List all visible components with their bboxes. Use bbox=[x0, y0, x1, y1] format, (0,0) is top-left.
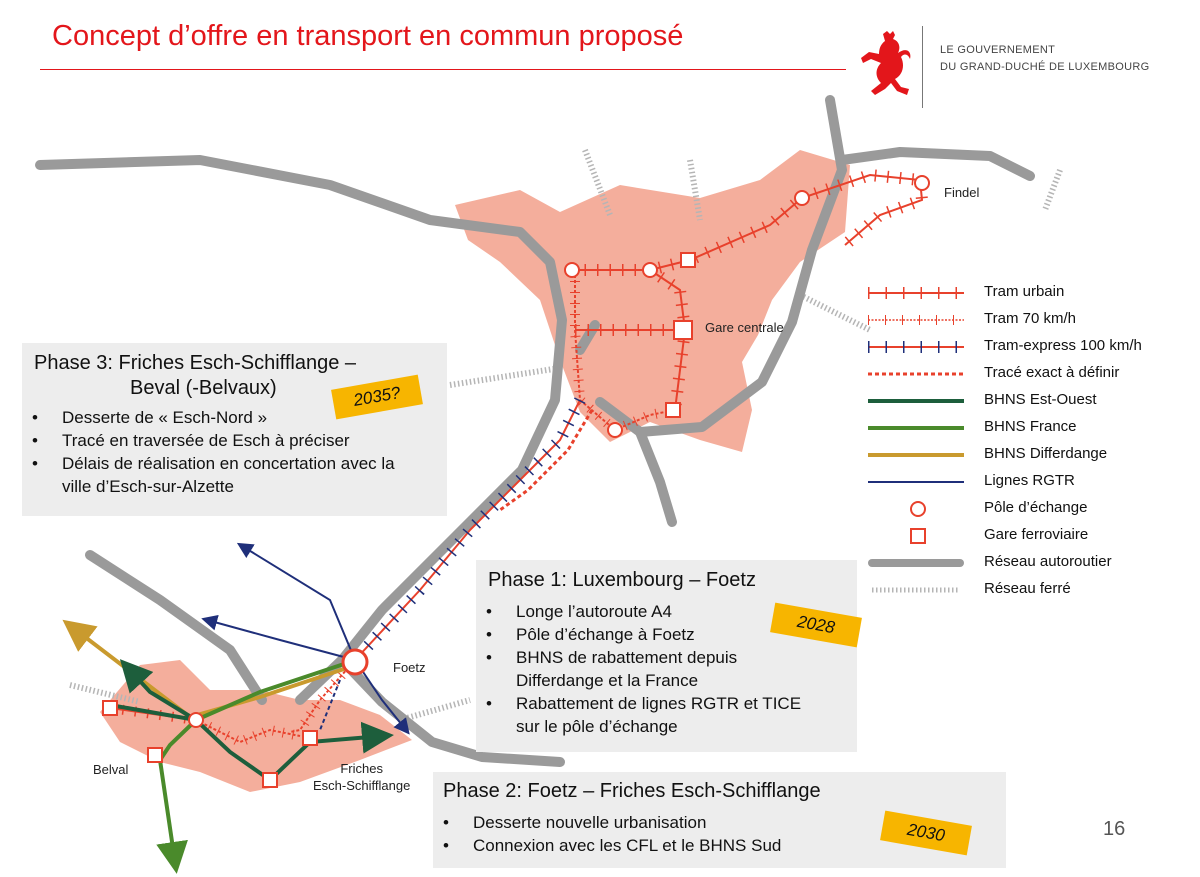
autoroute-symbol bbox=[868, 559, 964, 567]
label-friches: Friches Esch-Schifflange bbox=[313, 760, 410, 794]
label-gare-centrale: Gare centrale bbox=[705, 320, 784, 335]
legend-label: Réseau ferré bbox=[984, 580, 1071, 597]
phase3-bullet: Tracé en traversée de Esch à préciser bbox=[22, 429, 447, 452]
label-friches-line1: Friches bbox=[340, 761, 383, 776]
phase1-box: Phase 1: Luxembourg – Foetz Longe l’auto… bbox=[476, 560, 857, 752]
pole-echange-icon bbox=[607, 422, 623, 438]
phase3-bullet: Desserte de « Esch-Nord » bbox=[22, 406, 447, 429]
reseau-ferre-symbol bbox=[872, 587, 960, 593]
government-line-1: LE GOUVERNEMENT bbox=[940, 44, 1056, 56]
legend-label: BHNS France bbox=[984, 418, 1077, 435]
phase1-bullet: Rabattement de lignes RGTR et TICE sur l… bbox=[476, 692, 806, 738]
legend-label: BHNS Differdange bbox=[984, 445, 1108, 462]
bhns-est-ouest bbox=[109, 703, 394, 783]
government-line-2: DU GRAND-DUCHÉ DE LUXEMBOURG bbox=[940, 61, 1150, 73]
rgtr-symbol bbox=[868, 481, 964, 483]
gare-ferroviaire-symbol bbox=[910, 528, 926, 544]
gare-icon bbox=[665, 402, 681, 418]
tram-urbain-lines bbox=[570, 168, 929, 436]
red-lion-icon bbox=[861, 31, 911, 95]
highway-network bbox=[35, 95, 1035, 767]
phase3-title-line2: Beval (-Belvaux) bbox=[130, 377, 277, 399]
bhns-est-ouest-branch bbox=[119, 659, 198, 722]
label-findel: Findel bbox=[944, 185, 980, 200]
phase2-bullet: Connexion avec les CFL et le BHNS Sud bbox=[433, 834, 1006, 857]
legend-label: Lignes RGTR bbox=[984, 472, 1075, 489]
legend-label: Réseau autoroutier bbox=[984, 553, 1112, 570]
gare-centrale-icon bbox=[673, 320, 693, 340]
phase3-box: Phase 3: Friches Esch-Schifflange – Beva… bbox=[22, 343, 447, 516]
legend-label: Tracé exact à définir bbox=[984, 364, 1120, 381]
gare-icon bbox=[680, 252, 696, 268]
phase3-bullet: Délais de réalisation en concertation av… bbox=[22, 452, 402, 498]
pole-echange-foetz-icon bbox=[341, 648, 369, 676]
gare-icon bbox=[262, 772, 278, 788]
legend-label: Gare ferroviaire bbox=[984, 526, 1089, 543]
tram-express-symbol bbox=[868, 341, 964, 353]
phase3-title-line1: Phase 3: Friches Esch-Schifflange – bbox=[34, 352, 357, 374]
pole-echange-icon bbox=[564, 262, 580, 278]
rgtr-lines bbox=[201, 542, 410, 735]
gare-icon bbox=[147, 747, 163, 763]
tram-express-line bbox=[350, 397, 594, 665]
logo-divider bbox=[922, 26, 923, 108]
slide-title: Concept d’offre en transport en commun p… bbox=[52, 20, 684, 52]
pole-echange-icon bbox=[642, 262, 658, 278]
phase1-title: Phase 1: Luxembourg – Foetz bbox=[488, 569, 756, 591]
tram-urbain-symbol bbox=[868, 287, 964, 299]
legend-label: Tram-express 100 km/h bbox=[984, 337, 1142, 354]
pole-echange-icon bbox=[914, 175, 930, 191]
gare-icon bbox=[302, 730, 318, 746]
urban-area-esch bbox=[100, 660, 412, 792]
phase2-title: Phase 2: Foetz – Friches Esch-Schifflang… bbox=[443, 780, 821, 802]
pole-echange-icon bbox=[188, 712, 204, 728]
label-belval: Belval bbox=[93, 762, 129, 777]
legend-label: Pôle d’échange bbox=[984, 499, 1088, 516]
phase1-bullet: BHNS de rabattement depuis Differdange e… bbox=[476, 646, 796, 692]
pole-echange-icon bbox=[794, 190, 810, 206]
bhns-france bbox=[156, 660, 351, 874]
government-name: LE GOUVERNEMENT DU GRAND-DUCHÉ DE LUXEMB… bbox=[940, 42, 1149, 76]
tram-70-symbol bbox=[868, 315, 964, 325]
label-foetz: Foetz bbox=[393, 660, 426, 675]
gare-icon bbox=[102, 700, 118, 716]
legend-label: Tram urbain bbox=[984, 283, 1065, 300]
bhns-differdange-symbol bbox=[868, 453, 964, 457]
bhns-est-ouest-symbol bbox=[868, 399, 964, 403]
legend-label: BHNS Est-Ouest bbox=[984, 391, 1097, 408]
phase2-bullet: Desserte nouvelle urbanisation bbox=[433, 811, 1006, 834]
stations bbox=[102, 175, 930, 788]
trace-a-definir-symbol bbox=[868, 372, 964, 376]
phase1-bullet: Pôle d’échange à Foetz bbox=[476, 623, 796, 646]
title-divider bbox=[40, 69, 846, 70]
pole-echange-symbol bbox=[910, 501, 926, 517]
urban-area-luxembourg bbox=[455, 150, 850, 452]
bhns-france-symbol bbox=[868, 426, 964, 430]
legend-label: Tram 70 km/h bbox=[984, 310, 1076, 327]
phase1-bullet: Longe l’autoroute A4 bbox=[476, 600, 796, 623]
label-friches-line2: Esch-Schifflange bbox=[313, 778, 411, 793]
page-number: 16 bbox=[1103, 818, 1126, 840]
rail-network bbox=[69, 148, 1063, 723]
